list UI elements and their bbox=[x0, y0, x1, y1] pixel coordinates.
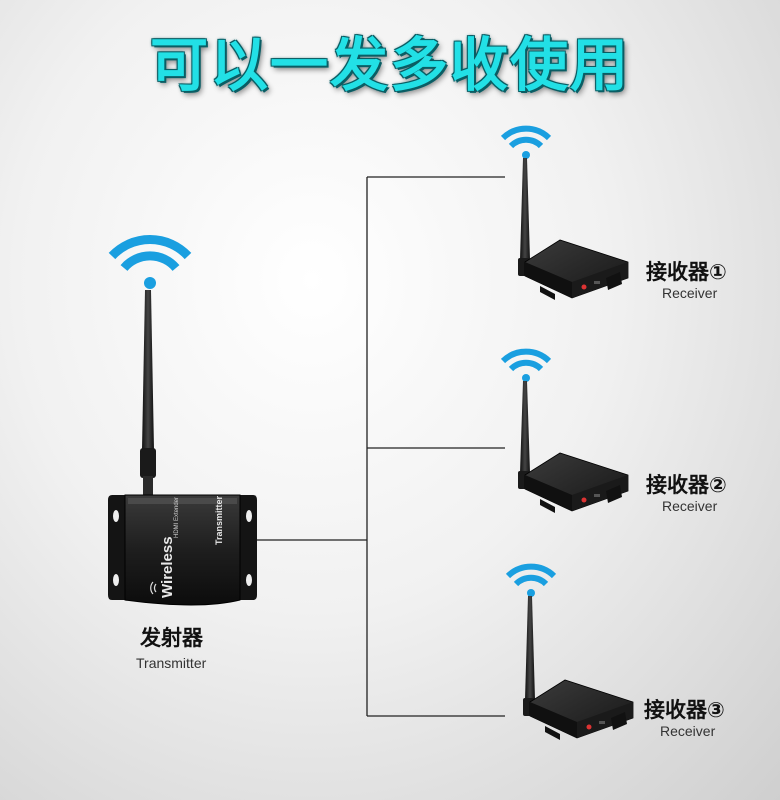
device-side-text: Transmitter bbox=[214, 495, 224, 545]
receiver-3-sublabel: Receiver bbox=[660, 723, 716, 739]
wifi-icon bbox=[500, 348, 552, 382]
antenna-icon bbox=[523, 596, 535, 716]
transmitter-device: Wireless HDMI Extender Transmitter bbox=[108, 235, 257, 606]
device-model-text: HDMI Extender bbox=[174, 497, 180, 538]
receiver-device-3 bbox=[505, 563, 634, 740]
connection-lines bbox=[255, 176, 505, 717]
wifi-icon bbox=[108, 235, 192, 289]
receiver-device-2 bbox=[500, 348, 629, 513]
receiver-2-label: 接收器② bbox=[646, 473, 727, 497]
device-wifi-icon bbox=[150, 581, 157, 595]
receiver-1-sublabel: Receiver bbox=[662, 285, 718, 301]
antenna-icon bbox=[140, 290, 156, 496]
page-title: 可以一发多收使用 bbox=[149, 31, 630, 99]
wifi-icon bbox=[505, 563, 557, 597]
receiver-2-sublabel: Receiver bbox=[662, 498, 718, 514]
wifi-icon bbox=[500, 125, 552, 159]
receiver-1-label: 接收器① bbox=[646, 260, 727, 284]
antenna-icon bbox=[518, 158, 530, 276]
receiver-device-1 bbox=[500, 125, 629, 300]
device-brand-text: Wireless bbox=[159, 536, 176, 598]
transmitter-sublabel: Transmitter bbox=[136, 655, 207, 671]
transmitter-label: 发射器 bbox=[140, 626, 203, 650]
receiver-3-label: 接收器③ bbox=[644, 698, 725, 722]
